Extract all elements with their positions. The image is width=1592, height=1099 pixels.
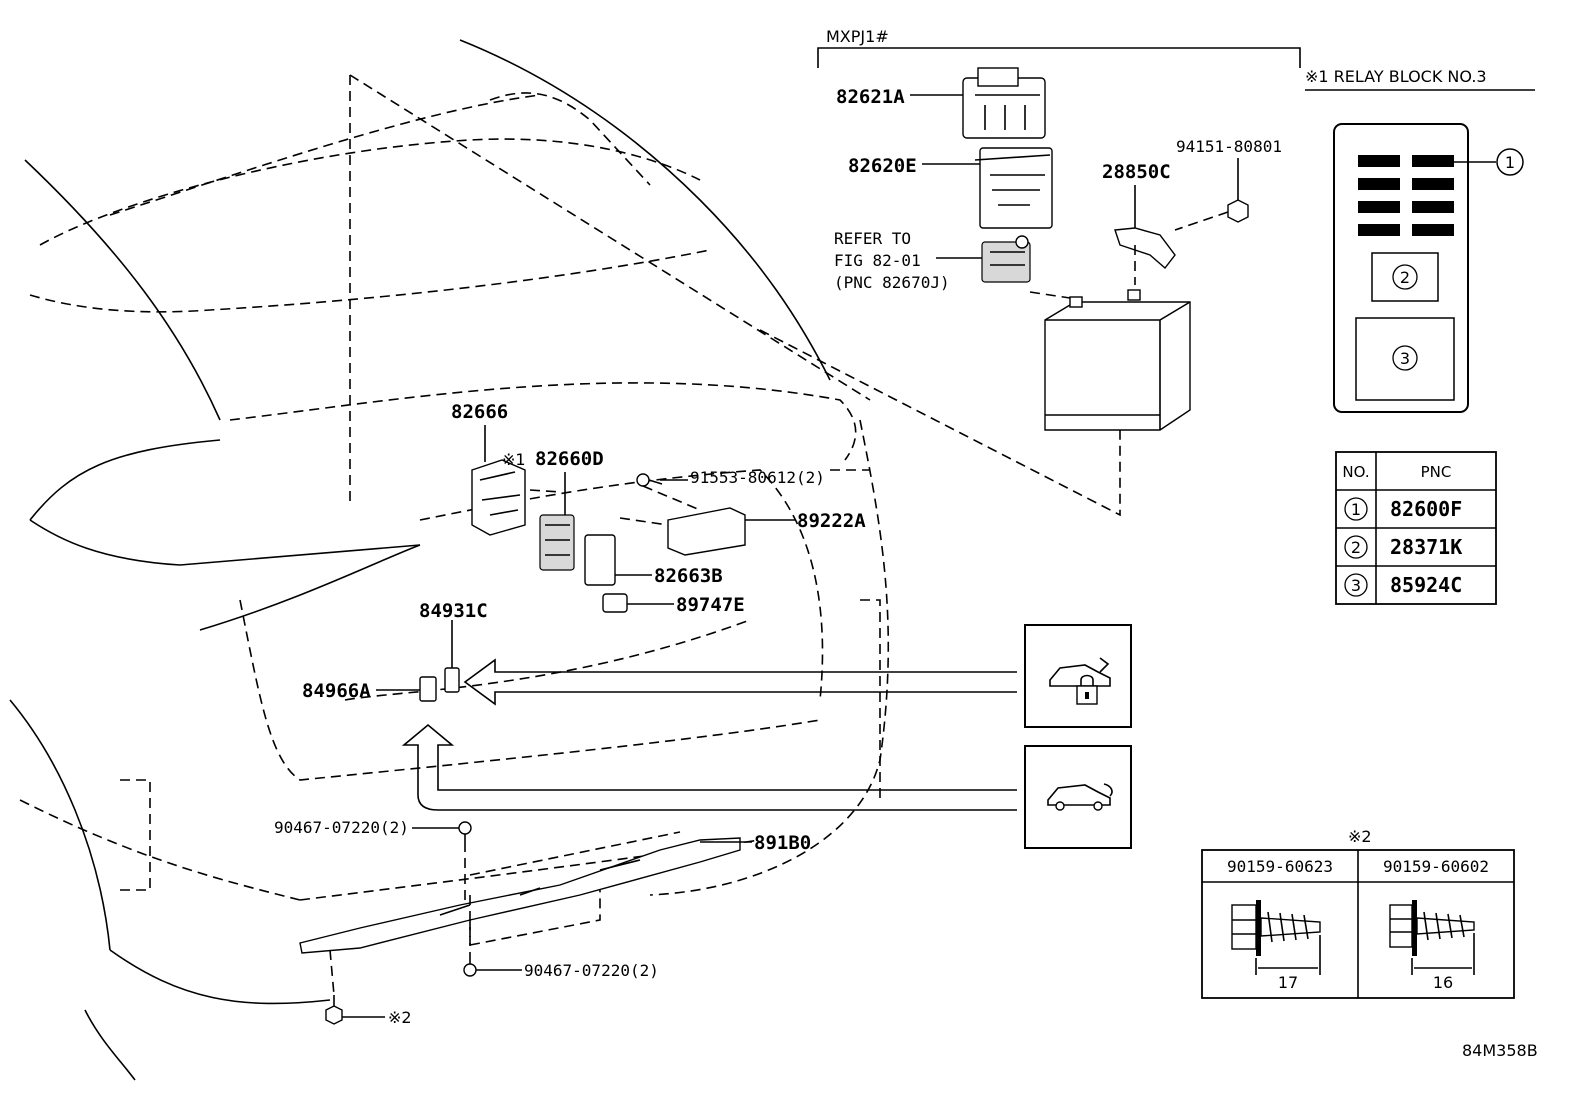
arrow-lock bbox=[463, 658, 1017, 706]
pnc-row-no: 3 bbox=[1351, 576, 1361, 595]
mark-2: ※2 bbox=[388, 1008, 412, 1027]
clip-90467-upper: 90467-07220(2) bbox=[274, 818, 472, 905]
relay-82663B: 82663B bbox=[584, 534, 723, 587]
clip-90467-lower: 90467-07220(2) bbox=[463, 920, 659, 980]
label-82663B: 82663B bbox=[654, 565, 723, 587]
screw-header-2: 90159-60602 bbox=[1383, 857, 1489, 876]
label-91553: 91553-80612(2) bbox=[690, 468, 825, 487]
callout-2: 2 bbox=[1400, 268, 1410, 287]
label-82666: 82666 bbox=[451, 401, 508, 423]
switch-84931C: 84931C bbox=[419, 600, 488, 693]
pnc-header-pnc: PNC bbox=[1421, 463, 1452, 481]
pnc-row-value: 82600F bbox=[1390, 497, 1462, 521]
screw-header-1: 90159-60623 bbox=[1227, 857, 1333, 876]
pnc-header-no: NO. bbox=[1342, 463, 1369, 481]
pnc-row-no: 1 bbox=[1351, 500, 1361, 519]
label-84966A: 84966A bbox=[302, 680, 371, 702]
arrow-hatch bbox=[401, 723, 1017, 811]
model-bracket: MXPJ1# bbox=[817, 27, 1301, 68]
pnc-row-no: 2 bbox=[1351, 538, 1361, 557]
refer-line-1: REFER TO bbox=[834, 229, 911, 248]
label-89222A: 89222A bbox=[797, 510, 866, 532]
bolt-91553: 91553-80612(2) bbox=[636, 468, 825, 511]
label-90467-upper: 90467-07220(2) bbox=[274, 818, 409, 837]
label-82621A: 82621A bbox=[836, 86, 905, 108]
battery bbox=[1029, 289, 1191, 431]
screw-dim-1: 17 bbox=[1278, 973, 1298, 992]
label-90467-lower: 90467-07220(2) bbox=[524, 961, 659, 980]
label-94151: 94151-80801 bbox=[1176, 137, 1282, 156]
label-891B0: 891B0 bbox=[754, 832, 811, 854]
fuse-grid bbox=[1358, 155, 1454, 236]
label-28850C: 28850C bbox=[1102, 161, 1171, 183]
pnc-row-value: 28371K bbox=[1390, 535, 1462, 559]
relay-block-82620E: 82620E bbox=[848, 147, 1053, 229]
label-82660D: 82660D bbox=[535, 448, 604, 470]
figure-code: 84M358B bbox=[1462, 1041, 1538, 1060]
refer-line-2: FIG 82-01 bbox=[834, 251, 921, 270]
callout-3: 3 bbox=[1400, 349, 1410, 368]
icon-box-lock bbox=[1024, 624, 1132, 728]
screw-table: ※2 90159-60623 90159-60602 17 bbox=[1201, 827, 1515, 999]
battery-cable-28850C: 28850C bbox=[1102, 161, 1176, 285]
relay-block-82660D: ※1 82660D bbox=[502, 448, 604, 571]
nut-94151: 94151-80801 bbox=[1174, 137, 1282, 231]
relay-block-panel: ※1 RELAY BLOCK NO.3 1 2 3 bbox=[1305, 67, 1535, 413]
screw-drawing-2: 16 bbox=[1389, 900, 1475, 992]
label-82620E: 82620E bbox=[848, 155, 917, 177]
label-84931C: 84931C bbox=[419, 600, 488, 622]
model-code: MXPJ1# bbox=[826, 27, 889, 46]
label-89747E: 89747E bbox=[676, 594, 745, 616]
screw-mark2: ※2 bbox=[325, 949, 412, 1027]
pnc-table: NO. PNC 1 82600F 2 28371K 3 85924C bbox=[1335, 451, 1497, 605]
screw-dim-2: 16 bbox=[1433, 973, 1453, 992]
connector-refer: REFER TO FIG 82-01 (PNC 82670J) bbox=[834, 229, 1031, 292]
sensor-89747E: 89747E bbox=[602, 593, 745, 616]
relay-block-title: ※1 RELAY BLOCK NO.3 bbox=[1305, 67, 1487, 86]
module-89222A: 89222A bbox=[619, 507, 866, 556]
screw-table-mark: ※2 bbox=[1348, 827, 1372, 846]
refer-line-3: (PNC 82670J) bbox=[834, 273, 950, 292]
pnc-row-value: 85924C bbox=[1390, 573, 1462, 597]
mark-1: ※1 bbox=[502, 450, 526, 469]
relay-cover-82621A: 82621A bbox=[836, 67, 1046, 139]
icon-box-hatch bbox=[1024, 745, 1132, 849]
callout-1: 1 bbox=[1505, 153, 1515, 172]
garnish-891B0: 891B0 bbox=[299, 831, 811, 954]
bracket-82666: 82666 bbox=[451, 401, 526, 536]
screw-drawing-1: 17 bbox=[1231, 900, 1321, 992]
switch-84966A: 84966A bbox=[302, 676, 437, 702]
